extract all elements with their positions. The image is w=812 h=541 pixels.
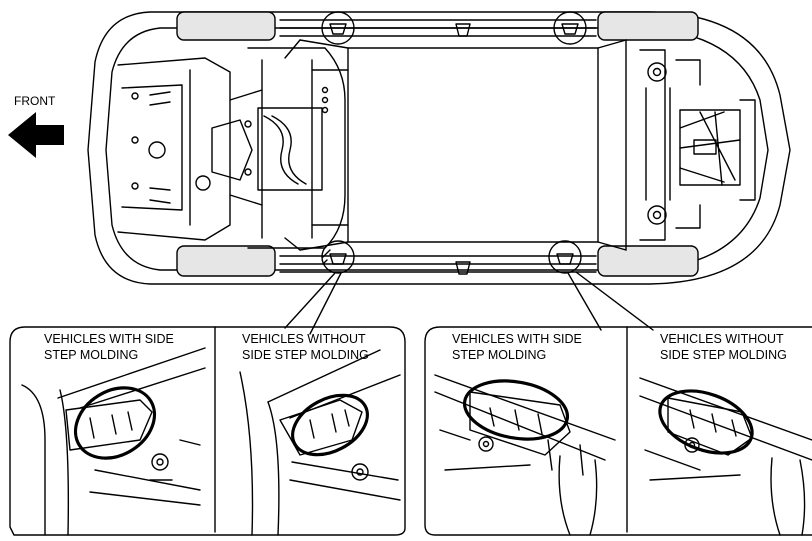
jack-point-markers — [321, 11, 587, 274]
panel-4-title-line-2: SIDE STEP MOLDING — [660, 348, 787, 362]
detail-sketch-3 — [434, 374, 616, 536]
front-right-wheel — [176, 245, 276, 277]
panel-3-title-line-1: VEHICLES WITH SIDE — [452, 332, 582, 346]
detail-highlight-1 — [73, 386, 157, 460]
body-outline — [87, 11, 791, 285]
jack-point-front-left — [321, 11, 355, 45]
front-arrow-icon — [8, 112, 64, 158]
detail-sketch-4 — [639, 377, 812, 536]
body-inner-outline — [105, 27, 769, 271]
left-side-rail — [279, 19, 597, 37]
detail-panel-right — [424, 326, 812, 536]
rail-bracket-bottom — [455, 261, 471, 275]
rail-bracket-top — [455, 23, 471, 37]
jack-point-rear-left — [553, 11, 587, 45]
detail-highlight-3 — [462, 379, 570, 441]
panel-2-title-line-2: SIDE STEP MOLDING — [242, 348, 369, 362]
front-left-wheel — [176, 11, 276, 41]
detail-highlight-4 — [658, 389, 754, 455]
panel-1-title-line-2: STEP MOLDING — [44, 348, 139, 362]
rear-right-wheel — [597, 245, 699, 277]
jack-point-rear-right — [548, 240, 582, 274]
rear-suspension — [625, 39, 756, 251]
panel-3-title-line-2: STEP MOLDING — [452, 348, 547, 362]
panel-2-title-line-1: VEHICLES WITHOUT — [242, 332, 366, 346]
leader-line-right — [567, 271, 654, 331]
rear-left-wheel — [597, 11, 699, 41]
panel-1-title-line-1: VEHICLES WITH SIDE — [44, 332, 174, 346]
jack-point-front-right — [321, 240, 355, 274]
detail-sketch-1 — [21, 347, 206, 536]
detail-highlight-2 — [291, 393, 369, 457]
detail-panel-left — [9, 326, 406, 536]
detail-sketch-2 — [239, 349, 401, 536]
front-direction-label: FRONT — [14, 94, 56, 108]
leader-line-left — [284, 272, 342, 335]
car-underbody — [87, 11, 791, 285]
front-subframe — [117, 39, 349, 251]
floor-pan-edges — [299, 39, 627, 251]
panel-4-title-line-1: VEHICLES WITHOUT — [660, 332, 784, 346]
floor-panel — [347, 47, 599, 243]
